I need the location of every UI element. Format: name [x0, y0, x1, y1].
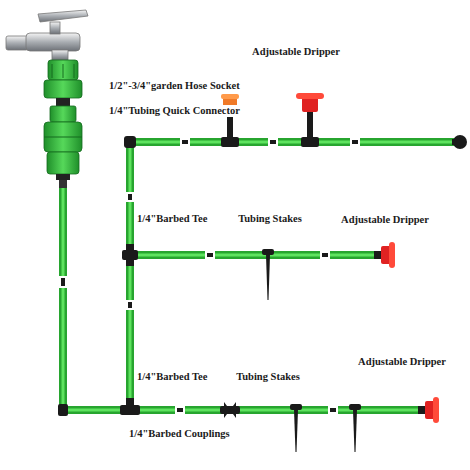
tube-joints [61, 140, 358, 412]
part-label: 1/4"Barbed Tee [136, 371, 208, 383]
faucet [6, 10, 88, 60]
quick-connector [44, 106, 82, 188]
part-label: Tubing Stakes [235, 371, 301, 383]
hose-socket [44, 60, 82, 106]
part-label: 1/4"Tubing Quick Connector [108, 105, 241, 117]
tubing [63, 142, 455, 410]
part-label: 1/4"Barbed Tee [136, 213, 208, 225]
part-label: 1/2"-3/4"garden Hose Socket [108, 80, 241, 92]
barbed-coupling [220, 402, 240, 418]
tube-gaps [58, 137, 360, 415]
part-label: Adjustable Dripper [357, 356, 447, 368]
part-label: Adjustable Dripper [340, 214, 430, 226]
end-drippers [374, 242, 439, 423]
barbed-tee [58, 136, 140, 416]
part-label: 1/4"Barbed Couplings [128, 428, 231, 440]
part-label: Adjustable Dripper [251, 46, 341, 58]
tubing-stake [262, 249, 361, 452]
top-drippers [221, 93, 467, 149]
part-label: Tubing Stakes [237, 213, 303, 225]
